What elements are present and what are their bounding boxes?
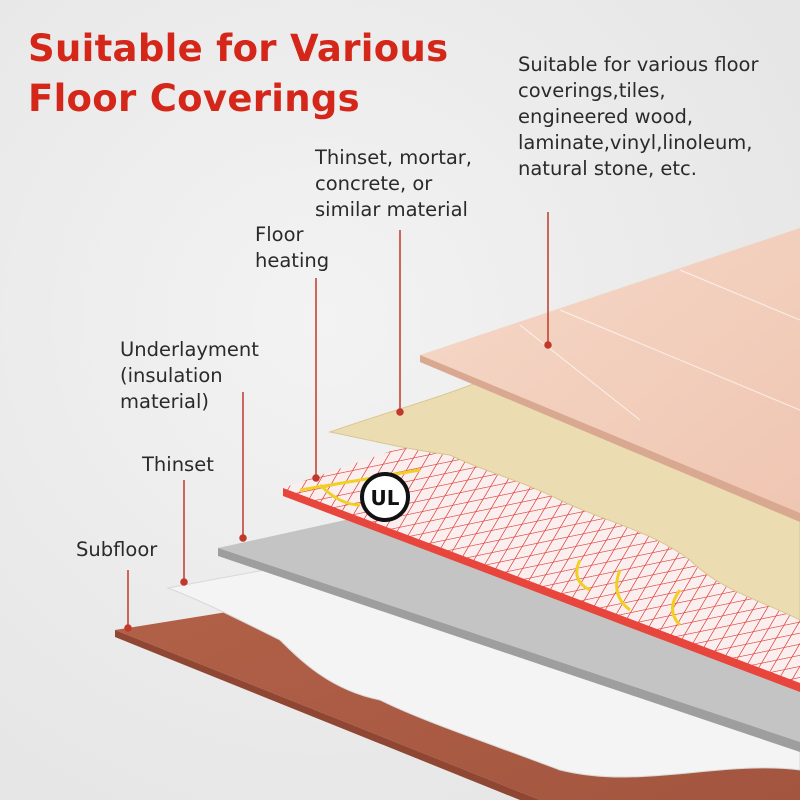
label-subfloor: Subfloor	[76, 538, 158, 561]
title-line-1: Suitable for Various	[28, 27, 449, 70]
page-title: Suitable for Various Floor Coverings	[28, 24, 448, 124]
label-floor-heating: Floor heating	[255, 223, 330, 272]
label-thinset-mortar: Thinset, mortar, concrete, or similar ma…	[315, 146, 472, 221]
title-line-2: Floor Coverings	[28, 77, 360, 120]
floor-covering-layer	[420, 228, 800, 522]
label-underlayment: Underlayment (insulation material)	[120, 338, 259, 413]
leader-lines	[124, 212, 552, 632]
label-thinset: Thinset	[142, 453, 214, 476]
ul-logo-text: UL	[371, 486, 400, 510]
label-floor-covering: Suitable for various floor coverings,til…	[518, 53, 759, 180]
ul-certification-logo: UL	[360, 472, 410, 522]
